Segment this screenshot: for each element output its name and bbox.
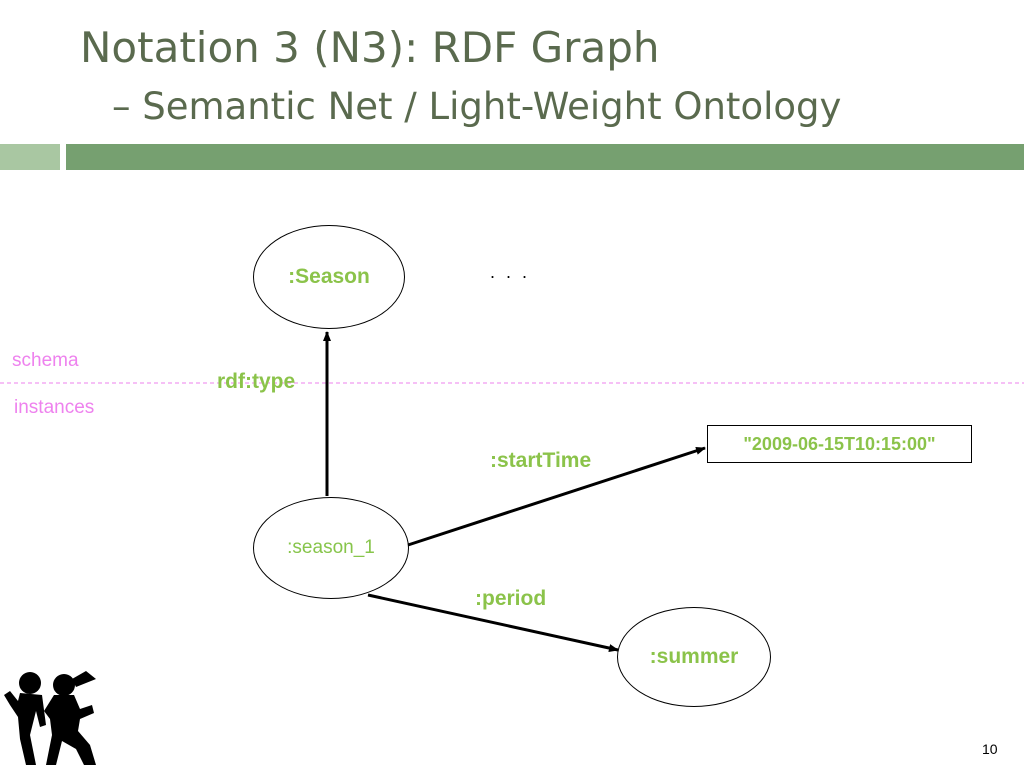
- subtitle-text: Semantic Net / Light-Weight Ontology: [142, 85, 842, 128]
- ellipsis: . . .: [490, 262, 531, 282]
- edge-label-rdf-type: rdf:type: [217, 370, 296, 393]
- page-number: 10: [982, 741, 998, 757]
- literal-datetime-value: "2009-06-15T10:15:00": [743, 433, 936, 454]
- node-season-class: :Season: [253, 225, 405, 329]
- node-season-instance-label: :season_1: [287, 537, 375, 558]
- accent-bar-main: [66, 144, 1024, 170]
- accent-bar-left: [0, 144, 60, 170]
- node-season-class-label: :Season: [288, 265, 370, 288]
- dancers-logo: [4, 671, 96, 765]
- slide-subtitle: – Semantic Net / Light-Weight Ontology: [112, 84, 841, 130]
- schema-label: schema: [12, 350, 79, 371]
- slide-title: Notation 3 (N3): RDF Graph: [80, 23, 660, 72]
- node-season-instance: :season_1: [253, 497, 409, 599]
- instances-label: instances: [14, 397, 95, 418]
- edge-period: [367, 593, 619, 652]
- edge-label-period: :period: [475, 587, 547, 610]
- edge-label-start-time: :startTime: [490, 449, 592, 472]
- node-summer-label: :summer: [649, 645, 739, 668]
- subtitle-dash: –: [112, 85, 131, 128]
- literal-datetime-box: "2009-06-15T10:15:00": [707, 425, 972, 463]
- node-summer: :summer: [617, 607, 771, 707]
- edge-start-time: [407, 446, 706, 547]
